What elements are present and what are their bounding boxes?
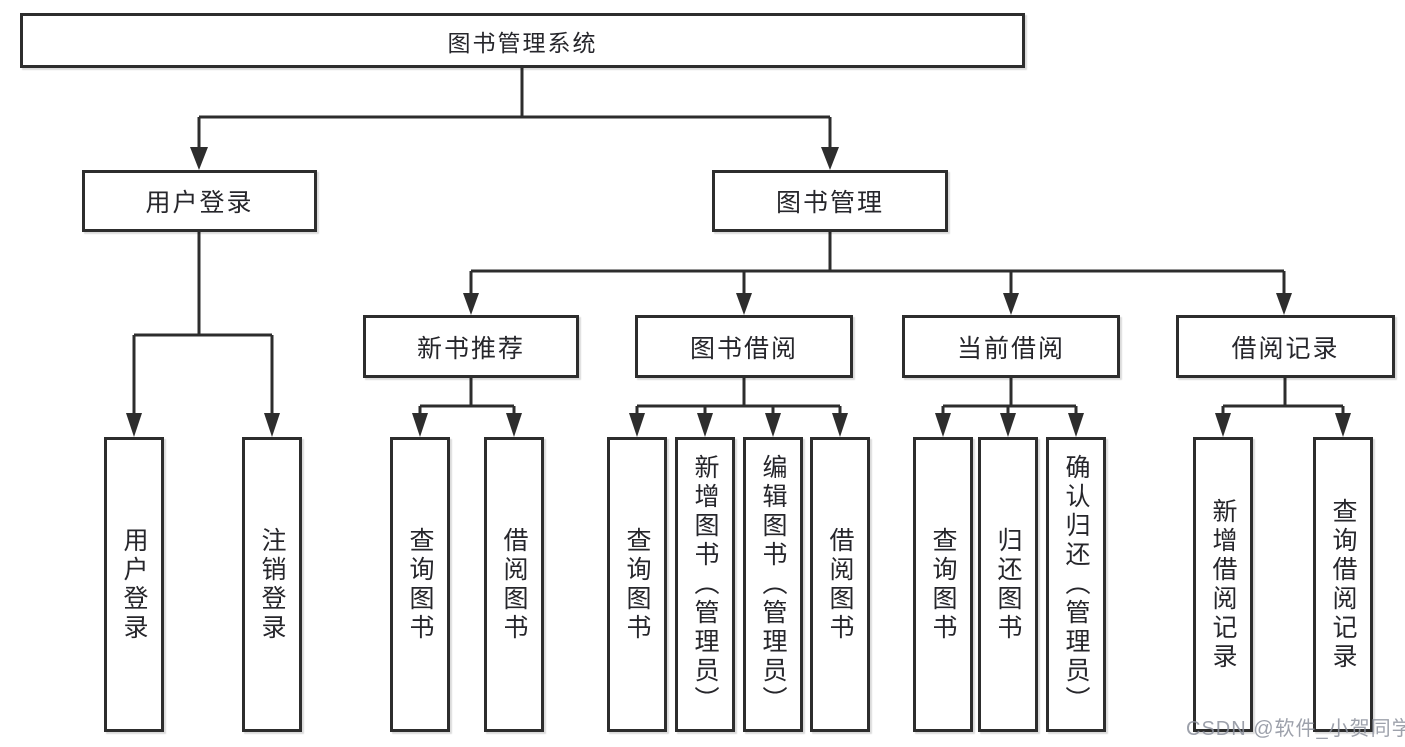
node-root-library-system: 图书管理系统 — [20, 13, 1025, 68]
node-branch-user-login: 用户登录 — [82, 170, 317, 232]
node-leaf-current-confirm-return-admin: 确认归还（管理员） — [1046, 437, 1106, 732]
arrow-heads — [126, 147, 1351, 437]
node-leaf-record-query-record: 查询借阅记录 — [1313, 437, 1373, 732]
node-leaf-borrow-add-book-admin: 新增图书（管理员） — [675, 437, 735, 732]
node-leaf-user-login: 用户登录 — [104, 437, 164, 732]
node-leaf-borrow-query-book: 查询图书 — [607, 437, 667, 732]
node-branch-book-management: 图书管理 — [712, 170, 948, 232]
node-leaf-record-add-record: 新增借阅记录 — [1193, 437, 1253, 732]
node-leaf-current-return-book: 归还图书 — [978, 437, 1038, 732]
csdn-watermark: CSDN @软件_小贺同学 — [1186, 718, 1405, 740]
node-module-book-borrow: 图书借阅 — [635, 315, 853, 378]
node-leaf-borrow-edit-book-admin: 编辑图书（管理员） — [743, 437, 803, 732]
node-module-borrow-record: 借阅记录 — [1176, 315, 1395, 378]
node-leaf-logout: 注销登录 — [242, 437, 302, 732]
node-leaf-recommend-query-book: 查询图书 — [390, 437, 450, 732]
node-leaf-borrow-borrow-book: 借阅图书 — [810, 437, 870, 732]
node-leaf-current-query-book: 查询图书 — [913, 437, 973, 732]
node-module-current-borrow: 当前借阅 — [902, 315, 1120, 378]
node-module-new-book-recommend: 新书推荐 — [363, 315, 579, 378]
node-leaf-recommend-borrow-book: 借阅图书 — [484, 437, 544, 732]
